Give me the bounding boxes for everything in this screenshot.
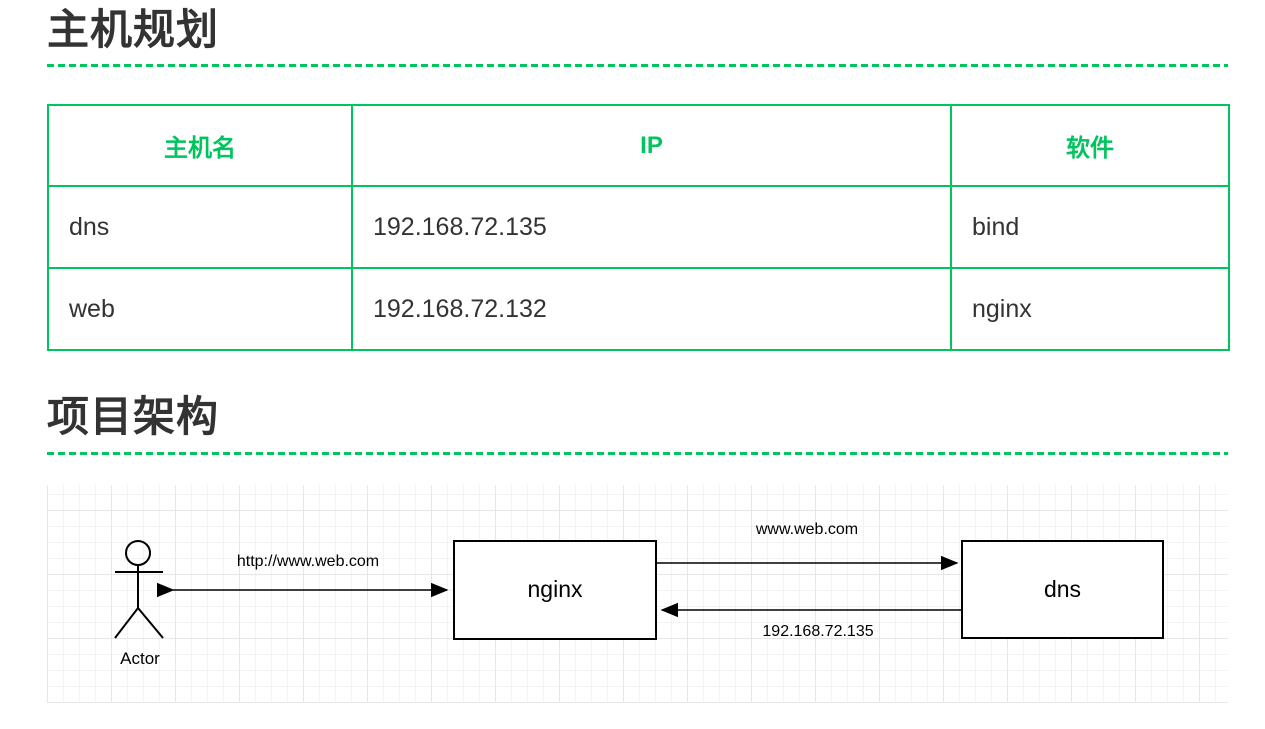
edge-label-dns-query: www.web.com [755,520,859,538]
dashed-divider [47,451,1228,455]
section-title-architecture: 项目架构 [47,393,220,441]
cell-ip: 192.168.72.132 [351,267,952,352]
table-header-row: 主机名 IP 软件 [47,104,1230,188]
cell-hostname: web [47,267,353,352]
column-header-software: 软件 [950,104,1230,188]
edge-label-dns-response: 192.168.72.135 [762,622,874,640]
dns-node: dns [961,539,1164,639]
edge-label-http-request: http://www.web.com [236,552,380,570]
dashed-divider [47,64,1228,68]
actor-icon [114,539,164,639]
cell-software: bind [950,185,1230,270]
architecture-diagram: nginx dns http://www.web.com www.web.com… [47,484,1228,703]
table-row: dns 192.168.72.135 bind [47,185,1230,270]
actor-label: Actor [120,648,160,668]
column-header-hostname: 主机名 [47,104,353,188]
host-planning-table: 主机名 IP 软件 dns 192.168.72.135 bind web 19… [47,104,1230,352]
cell-hostname: dns [47,185,353,270]
document-page: 主机规划 主机名 IP 软件 dns 192.168.72.135 bind w… [47,6,1230,703]
nginx-node: nginx [453,539,657,640]
cell-ip: 192.168.72.135 [351,185,952,270]
diagram-connectors [114,539,961,639]
column-header-ip: IP [351,104,952,188]
cell-software: nginx [950,267,1230,352]
table-row: web 192.168.72.132 nginx [47,267,1230,352]
section-title-host-planning: 主机规划 [47,6,220,53]
